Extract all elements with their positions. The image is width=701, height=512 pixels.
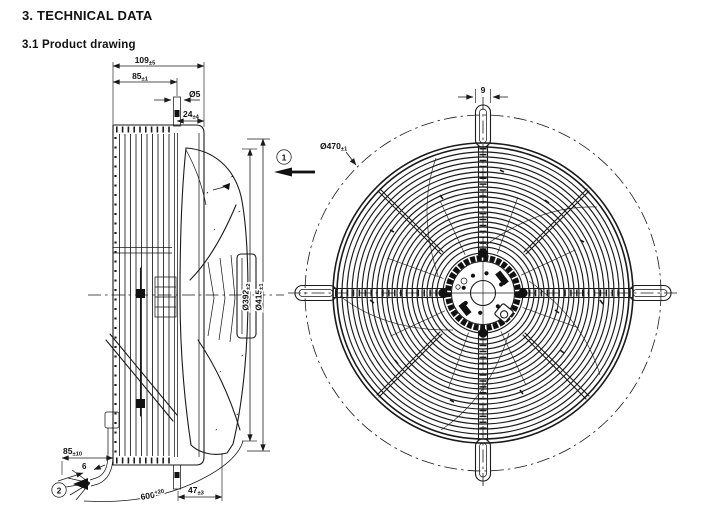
cable-callout-number: 2 [57, 485, 62, 495]
guard-diagonal-braces [376, 188, 590, 400]
bolt-circle [304, 114, 662, 472]
dim-tab-width: 9 [458, 84, 508, 103]
airflow-callout-number: 1 [282, 152, 287, 162]
airflow-callout: 1 [274, 149, 315, 177]
page-subtitle: 3.1 Product drawing [22, 39, 136, 51]
dim-depth-total: 109±5 [112, 55, 205, 127]
dim-cable-free-label: 85±10 [63, 446, 82, 458]
dim-tab-width-label: 9 [481, 85, 486, 95]
front-view: 9 Ø470±1 1 [274, 84, 678, 489]
guard-arm-right [520, 284, 672, 302]
dim-stud-offset-label: 24±4 [183, 109, 200, 121]
guard-arm-top [474, 104, 492, 256]
mounting-stud-top [173, 96, 181, 127]
dim-depth-basket-label: 85±1 [132, 71, 149, 83]
dim-stud-dia-label: Ø5 [189, 89, 201, 99]
dim-bolt-circle: Ø470±1 [320, 141, 357, 166]
hub-terminal-bar-1 [495, 270, 509, 286]
dim-housing-dia-label: Ø415±1 [254, 283, 266, 311]
guard-grille-side [112, 124, 205, 466]
dim-depth-basket: 85±1 [112, 71, 178, 96]
hub-terminal-bar-2 [458, 301, 472, 317]
mounting-stud-bottom [173, 464, 181, 490]
hub-bolts [461, 271, 504, 315]
cable-callout: 2 [51, 482, 67, 498]
dim-depth-total-label: 109±5 [135, 55, 156, 67]
dim-cable-free: 85±10 [61, 446, 114, 475]
dim-motor-depth: 47±3 [177, 453, 223, 501]
dim-cable-dia-label: 6 [82, 462, 87, 471]
guard-arm-bottom [474, 330, 492, 482]
dim-bolt-circle-label: Ø470±1 [320, 141, 348, 153]
dim-motor-depth-label: 47±3 [188, 485, 205, 497]
cable-length-leader [83, 440, 244, 502]
motor-hub [438, 248, 528, 338]
dim-stud-dia: Ø5 [154, 89, 201, 103]
hub-terminal-box [494, 303, 514, 323]
motor-mount [105, 267, 178, 422]
guard-arm-left [294, 284, 446, 302]
dim-impeller-dia: Ø392±2 [239, 148, 257, 442]
side-view: 109±5 85±1 Ø5 24±4 Ø392±2 [51, 55, 284, 503]
dim-housing-dia: Ø415±1 [247, 138, 270, 452]
dim-cable-dia: 6 [57, 461, 106, 482]
fan-blade-profile [179, 147, 257, 455]
page-title: 3. TECHNICAL DATA [22, 8, 153, 23]
dim-stud-offset: 24±4 [176, 109, 205, 124]
airflow-arrow-icon [274, 167, 315, 177]
dim-cable-length: 600+20 [138, 487, 166, 503]
power-cable [65, 411, 244, 502]
guard-arms [294, 104, 672, 482]
dim-cable-length-label: 600+20 [140, 488, 165, 502]
dim-impeller-dia-label: Ø392±2 [241, 283, 253, 310]
